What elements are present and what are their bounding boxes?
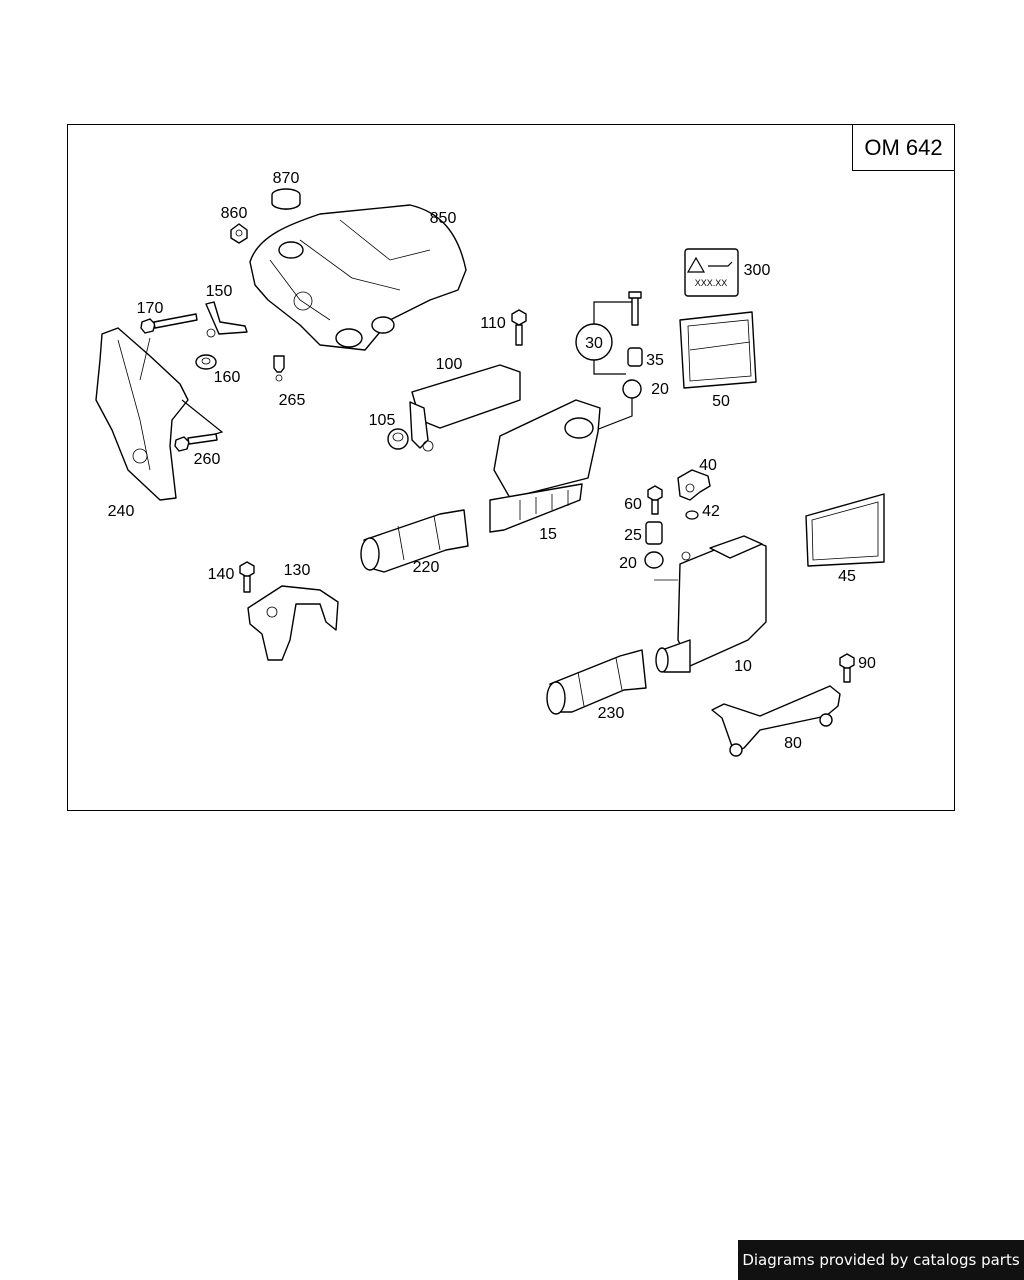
part-260-bolt-drawing [174,433,218,452]
part-35-spacer-drawing [627,347,643,367]
label-30: 30 [585,335,603,352]
warning-label-text: XXX.XX [695,278,728,288]
label-260: 260 [194,451,221,468]
label-90: 90 [858,655,876,672]
credit-banner[interactable]: Diagrams provided by catalogs parts [738,1240,1024,1280]
part-100-air-duct-drawing [409,364,521,452]
label-220: 220 [413,559,440,576]
part-160-grommet-drawing [195,354,217,370]
label-265: 265 [279,392,306,409]
part-105-damper-drawing [387,428,409,450]
part-40-sensor-drawing [677,469,711,501]
label-860: 860 [221,205,248,222]
label-160: 160 [214,369,241,386]
engine-code-box: OM 642 [852,124,955,171]
label-140: 140 [208,566,235,583]
label-850: 850 [430,210,457,227]
part-300-warning-label-drawing: XXX.XX [684,248,739,297]
credit-text: Diagrams provided by catalogs parts [742,1251,1020,1269]
part-50-filter-drawing [679,311,757,389]
part-230-hose-drawing [546,649,647,715]
part-130-heat-shield-drawing [247,585,339,661]
label-100: 100 [436,356,463,373]
label-50: 50 [712,393,730,410]
part-60-bolt-drawing [647,485,663,515]
label-42: 42 [702,503,720,520]
leader-lines [139,337,151,381]
label-300: 300 [744,262,771,279]
label-870: 870 [273,170,300,187]
label-240: 240 [108,503,135,520]
label-130: 130 [284,562,311,579]
part-10-filter-housing-drawing [654,535,767,673]
part-80-bracket-drawing [711,685,841,757]
part-265-clip-drawing [273,355,285,382]
part-150-bracket-drawing [205,301,248,338]
part-140-bolt-drawing [239,561,255,593]
label-170: 170 [137,300,164,317]
part-90-bolt-drawing [839,653,855,683]
part-110-bolt-drawing [511,309,527,346]
part-45-filter-drawing [805,493,885,567]
label-105: 105 [369,412,396,429]
label-110: 110 [480,315,506,332]
part-850-engine-cover-drawing [249,204,467,351]
part-30-kit-drawing [575,291,642,375]
engine-code-label: OM 642 [864,134,943,160]
label-40: 40 [699,457,717,474]
label-20-top: 20 [651,381,669,398]
label-20-bottom: 20 [619,555,637,572]
part-15-filter-housing-drawing [489,399,601,533]
label-80: 80 [784,735,802,752]
label-25: 25 [624,527,642,544]
label-35: 35 [646,352,664,369]
part-220-hose-drawing [360,509,469,573]
part-20-mount-bottom-drawing [644,551,664,569]
part-labels: 870 860 850 300 150 170 110 30 35 160 10… [108,170,876,752]
diagram-frame [67,124,955,811]
part-170-bolt-drawing [140,313,198,334]
part-870-cap-drawing [271,188,301,210]
part-42-o-ring-drawing [685,510,699,520]
label-45: 45 [838,568,856,585]
part-25-spacer-drawing [645,521,663,545]
label-10: 10 [734,658,752,675]
part-240-heat-shield-drawing [95,327,224,501]
label-150: 150 [206,283,233,300]
label-15: 15 [539,526,557,543]
part-860-grommet-drawing [230,223,248,244]
label-60: 60 [624,496,642,513]
label-230: 230 [598,705,625,722]
part-20-mount-top-drawing [595,379,642,431]
